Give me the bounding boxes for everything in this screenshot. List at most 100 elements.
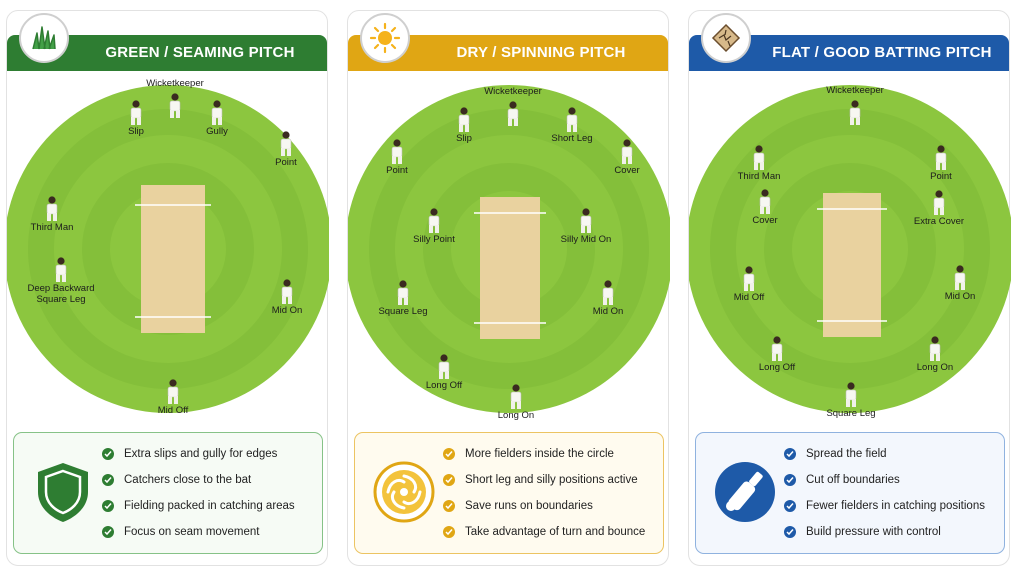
fielder-label: Point: [275, 157, 297, 168]
fielder-label: Wicketkeeper: [484, 86, 542, 97]
point-text: Save runs on boundaries: [465, 500, 593, 512]
fielder-label: Silly Mid On: [560, 234, 612, 245]
shield-icon: [26, 455, 100, 529]
point-text: Take advantage of turn and bounce: [465, 526, 646, 538]
check-icon: [102, 500, 114, 512]
check-icon: [443, 526, 455, 538]
fielder-label: Point: [386, 165, 408, 176]
fielder-figure: [849, 100, 861, 125]
check-icon: [784, 448, 796, 460]
field-graphic: [689, 85, 1011, 413]
fielder-figure: [281, 279, 293, 304]
fielder-figure: [759, 189, 771, 214]
list-item: Spread the field: [784, 441, 998, 467]
fielder-label: Cover: [752, 215, 778, 226]
fielder-figure: [933, 190, 945, 215]
fielder-figure: [397, 280, 409, 305]
flat-pitch-panel: FLAT / GOOD BATTING PITCH Wicketkeeper T…: [688, 10, 1011, 566]
check-icon: [784, 474, 796, 486]
fielder-label: Third Man: [737, 171, 781, 182]
fielder-figure: [438, 354, 450, 379]
info-box: Extra slips and gully for edges Catchers…: [13, 432, 323, 554]
fielder-label: Deep Backward Square Leg: [27, 283, 95, 305]
fielder-figure: [130, 100, 142, 125]
fielder-label: Silly Point: [413, 234, 455, 245]
cricket-field-diagram: Wicketkeeper Slip Short Leg Point Cover …: [348, 77, 670, 421]
check-icon: [443, 474, 455, 486]
fielder-label: Mid Off: [157, 405, 189, 416]
fielder-figure: [954, 265, 966, 290]
cricket-field-diagram: Wicketkeeper Slip Gully Point Third Man …: [7, 77, 329, 421]
point-text: Fielding packed in catching areas: [124, 500, 295, 512]
check-icon: [102, 448, 114, 460]
info-box: More fielders inside the circle Short le…: [354, 432, 664, 554]
panel-title: GREEN / SEAMING PITCH: [105, 44, 295, 61]
point-text: Focus on seam movement: [124, 526, 260, 538]
fielder-figure: [391, 139, 403, 164]
panel-title: DRY / SPINNING PITCH: [456, 44, 626, 61]
fielder-label: Short Leg: [551, 133, 593, 144]
fielder-figure: [935, 145, 947, 170]
fielder-figure: [46, 196, 58, 221]
check-icon: [443, 448, 455, 460]
points-list: More fielders inside the circle Short le…: [443, 441, 657, 545]
cracked-pitch-icon: [701, 13, 751, 63]
fielder-figure: [169, 93, 181, 118]
point-text: More fielders inside the circle: [465, 448, 614, 460]
fielder-label: Extra Cover: [913, 216, 965, 227]
check-icon: [102, 474, 114, 486]
grass-icon: [19, 13, 69, 63]
fielder-label: Square Leg: [378, 306, 428, 317]
list-item: Save runs on boundaries: [443, 493, 657, 519]
cricket-field-diagram: Wicketkeeper Third Man Point Cover Extra…: [689, 77, 1011, 421]
fielder-label: Mid On: [592, 306, 624, 317]
fielder-figure: [621, 139, 633, 164]
fielder-label: Slip: [456, 133, 472, 144]
check-icon: [784, 526, 796, 538]
list-item: Cut off boundaries: [784, 467, 998, 493]
list-item: Build pressure with control: [784, 519, 998, 545]
spin-swirl-icon: [367, 455, 441, 529]
list-item: Extra slips and gully for edges: [102, 441, 316, 467]
check-icon: [784, 500, 796, 512]
green-pitch-panel: GREEN / SEAMING PITCH Wicketkeeper Slip …: [6, 10, 329, 566]
fielder-label: Gully: [206, 126, 228, 137]
point-text: Fewer fielders in catching positions: [806, 500, 985, 512]
list-item: Fielding packed in catching areas: [102, 493, 316, 519]
list-item: Short leg and silly positions active: [443, 467, 657, 493]
fielder-figure: [929, 336, 941, 361]
point-text: Cut off boundaries: [806, 474, 900, 486]
fielder-label: Slip: [128, 126, 144, 137]
fielder-label: Mid Off: [733, 292, 765, 303]
fielder-figure: [507, 101, 519, 126]
point-text: Short leg and silly positions active: [465, 474, 638, 486]
check-icon: [443, 500, 455, 512]
fielder-figure: [845, 382, 857, 407]
list-item: Focus on seam movement: [102, 519, 316, 545]
fielder-label: Long On: [497, 410, 535, 421]
fielder-label: Square Leg: [826, 408, 876, 419]
fielder-figure: [580, 208, 592, 233]
sun-icon: [360, 13, 410, 63]
point-text: Extra slips and gully for edges: [124, 448, 278, 460]
list-item: More fielders inside the circle: [443, 441, 657, 467]
fielder-label: Point: [930, 171, 952, 182]
field-graphic: [348, 85, 670, 413]
fielder-figure: [167, 379, 179, 404]
list-item: Fewer fielders in catching positions: [784, 493, 998, 519]
fielder-label: Third Man: [30, 222, 74, 233]
fielder-figure: [211, 100, 223, 125]
fielder-label: Long Off: [758, 362, 796, 373]
fielder-figure: [602, 280, 614, 305]
fielder-figure: [743, 266, 755, 291]
list-item: Take advantage of turn and bounce: [443, 519, 657, 545]
fielder-figure: [566, 107, 578, 132]
fielder-figure: [771, 336, 783, 361]
fielder-label: Wicketkeeper: [826, 85, 884, 96]
dry-pitch-panel: DRY / SPINNING PITCH Wicketkeeper Slip S…: [347, 10, 670, 566]
fielder-figure: [510, 384, 522, 409]
panel-title: FLAT / GOOD BATTING PITCH: [772, 44, 992, 61]
field-graphic: [7, 85, 329, 413]
info-box: Spread the field Cut off boundaries Fewe…: [695, 432, 1005, 554]
fielder-label: Mid On: [271, 305, 303, 316]
